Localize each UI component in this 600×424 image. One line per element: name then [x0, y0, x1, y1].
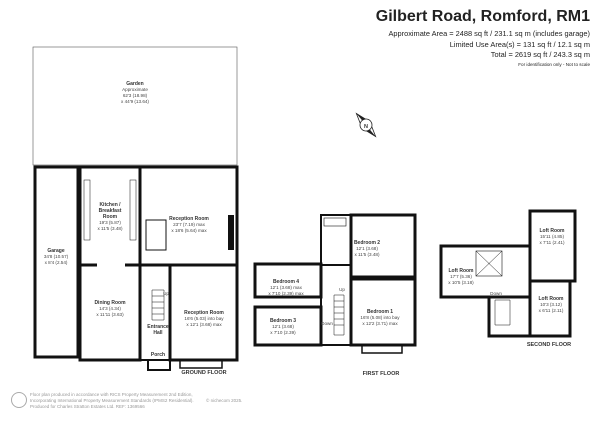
svg-text:62'3 (18.98): 62'3 (18.98)	[123, 93, 148, 98]
bedroom-3-label: Bedroom 3	[270, 318, 296, 324]
svg-text:x 12'2 (3.71) max: x 12'2 (3.71) max	[362, 321, 398, 326]
second-floor-down-label: Down	[490, 291, 502, 296]
hall-walls	[139, 264, 171, 361]
porch-walls	[147, 359, 171, 371]
bedroom-2-label: Bedroom 2	[354, 240, 380, 246]
svg-text:x 11'11 (3.63): x 11'11 (3.63)	[96, 312, 124, 317]
svg-text:16'8 (5.08) into bay: 16'8 (5.08) into bay	[360, 315, 400, 320]
svg-text:34'8 (10.57): 34'8 (10.57)	[44, 254, 69, 259]
bedroom-4-label: Bedroom 4	[273, 279, 299, 285]
svg-text:19'3 (5.87): 19'3 (5.87)	[99, 220, 121, 225]
bay-window	[179, 359, 223, 369]
svg-text:x 18'6 (5.64) max: x 18'6 (5.64) max	[171, 228, 207, 233]
svg-text:12'1 (3.68) max: 12'1 (3.68) max	[270, 285, 302, 290]
svg-text:14'3 (4.34): 14'3 (4.34)	[99, 306, 121, 311]
compass-north-label: N	[364, 124, 368, 130]
svg-text:x 7'10 (2.39) max: x 7'10 (2.39) max	[268, 291, 304, 296]
first-floor-up-label: Up	[339, 287, 345, 292]
stairs-up-label: Up	[163, 291, 169, 296]
ground-floor-label: GROUND FLOOR	[181, 370, 226, 376]
svg-text:16'6 (5.03) into bay: 16'6 (5.03) into bay	[184, 316, 224, 321]
reception-room-2-label: Reception Room	[184, 310, 224, 316]
limited-use-area: Limited Use Area(s) = 131 sq ft / 12.1 s…	[449, 39, 590, 49]
svg-text:12'1 (3.68): 12'1 (3.68)	[272, 324, 294, 329]
entrance-hall-label: Entrance	[147, 324, 169, 330]
svg-text:12'1 (3.68): 12'1 (3.68)	[356, 246, 378, 251]
svg-text:x 11'5 (3.48): x 11'5 (3.48)	[97, 226, 123, 231]
svg-text:Hall: Hall	[153, 330, 163, 336]
first-floor-plan	[253, 213, 417, 354]
second-floor-label: SECOND FLOOR	[527, 342, 571, 348]
porch-label: Porch	[151, 352, 165, 358]
property-title: Gilbert Road, Romford, RM1	[375, 8, 590, 25]
dining-room-label: Dining Room	[94, 300, 126, 306]
bedroom-1-label: Bedroom 1	[367, 309, 393, 315]
disclaimer: For identification only - Not to scale	[518, 62, 590, 67]
total-area: Total = 2619 sq ft / 243.3 sq m	[490, 50, 590, 59]
rics-logo-icon	[11, 392, 27, 408]
footer-text: Floor plan produced in accordance with R…	[30, 392, 194, 409]
ground-floor-plan	[32, 46, 239, 371]
svg-text:Room: Room	[103, 214, 118, 220]
svg-text:x 7'11 (2.41): x 7'11 (2.41)	[539, 240, 565, 245]
garden-outline	[32, 46, 238, 166]
area-summary: Approximate Area = 2488 sq ft / 231.1 sq…	[388, 29, 590, 61]
approximate-area: Approximate Area = 2488 sq ft / 231.1 sq…	[388, 29, 590, 38]
svg-text:15'11 (4.85): 15'11 (4.85)	[540, 234, 565, 239]
garden-label: Garden	[126, 81, 144, 87]
svg-text:17'7 (5.36): 17'7 (5.36)	[450, 274, 472, 279]
compass-icon	[355, 112, 377, 138]
loft-room-1-label: Loft Room	[540, 228, 566, 234]
garage-walls	[33, 165, 80, 359]
kitchen-label: Kitchen /	[99, 202, 121, 208]
first-floor-label: FIRST FLOOR	[363, 371, 400, 377]
loft-room-2-label: Loft Room	[449, 268, 475, 274]
second-floor-plan	[439, 209, 577, 338]
svg-text:x 6'11 (2.11): x 6'11 (2.11)	[539, 308, 564, 313]
svg-text:Approximate: Approximate	[122, 87, 148, 92]
svg-text:x 11'5 (3.48): x 11'5 (3.48)	[354, 252, 380, 257]
svg-text:x 44'9 (13.64): x 44'9 (13.64)	[121, 99, 149, 104]
svg-text:x 10'5 (3.18): x 10'5 (3.18)	[448, 280, 474, 285]
first-floor-down-label: Down	[321, 321, 333, 326]
svg-text:x 12'1 (3.68) max: x 12'1 (3.68) max	[186, 322, 222, 327]
reception-room-label: Reception Room	[169, 216, 209, 222]
loft-room-3-label: Loft Room	[539, 296, 565, 302]
svg-text:23'7 (7.19) max: 23'7 (7.19) max	[173, 222, 205, 227]
svg-text:10'3 (3.12): 10'3 (3.12)	[540, 302, 562, 307]
svg-text:x 7'10 (2.39): x 7'10 (2.39)	[270, 330, 296, 335]
copyright: © nichecom 2025.	[206, 398, 243, 403]
svg-text:Breakfast: Breakfast	[99, 208, 122, 214]
garage-label: Garage	[47, 248, 64, 254]
svg-text:x 8'4 (2.54): x 8'4 (2.54)	[45, 260, 68, 265]
